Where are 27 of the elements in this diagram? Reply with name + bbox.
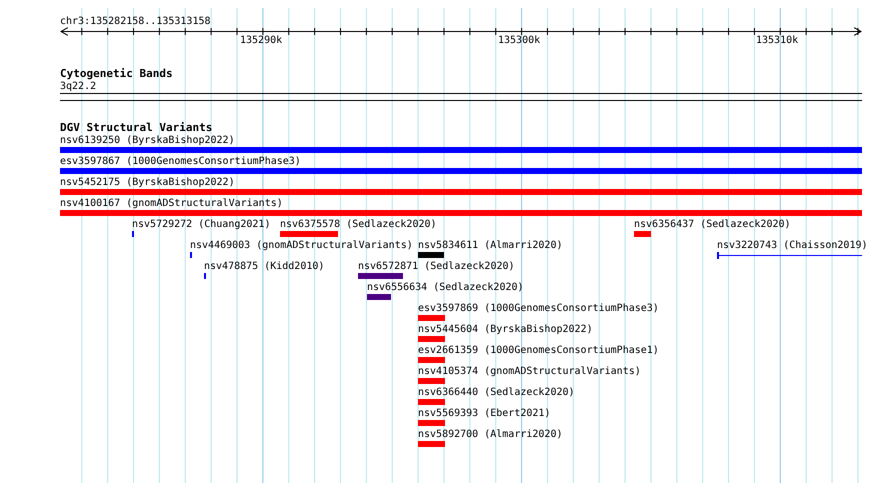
variant-label: nsv5452175 (ByrskaBishop2022) — [60, 177, 235, 188]
tick-label: 135300k — [498, 35, 540, 46]
variant-label: nsv4100167 (gnomADStructuralVariants) — [60, 198, 283, 209]
variant-label: nsv6375578 (Sedlazeck2020) — [280, 219, 437, 230]
variant-label: nsv5729272 (Chuang2021) — [132, 219, 270, 230]
variant-label: nsv5569393 (Ebert2021) — [418, 408, 550, 419]
variant-label: esv2661359 (1000GenomesConsortiumPhase1) — [418, 345, 659, 356]
band-label: 3q22.2 — [60, 81, 96, 92]
variant-label: nsv4105374 (gnomADStructuralVariants) — [418, 366, 641, 377]
variant-label: nsv4469003 (gnomADStructuralVariants) — [190, 240, 413, 251]
variant-label: nsv5445604 (ByrskaBishop2022) — [418, 324, 593, 335]
variant-label: esv3597869 (1000GenomesConsortiumPhase3) — [418, 303, 659, 314]
tick-label: 135290k — [240, 35, 282, 46]
variant-label: nsv6366440 (Sedlazeck2020) — [418, 387, 575, 398]
variant-label: nsv6556634 (Sedlazeck2020) — [367, 282, 524, 293]
coordinate-range: chr3:135282158..135313158 — [60, 16, 211, 27]
track-title: DGV Structural Variants — [60, 122, 212, 133]
variant-label: nsv6356437 (Sedlazeck2020) — [634, 219, 791, 230]
variant-label: nsv478875 (Kidd2010) — [204, 261, 324, 272]
variant-label: nsv5892700 (Almarri2020) — [418, 429, 562, 440]
variant-label: nsv6572871 (Sedlazeck2020) — [358, 261, 515, 272]
track-title: Cytogenetic Bands — [60, 68, 173, 79]
variant-label: nsv3220743 (Chaisson2019) — [717, 240, 868, 251]
variant-label: nsv5834611 (Almarri2020) — [418, 240, 562, 251]
variant-label: esv3597867 (1000GenomesConsortiumPhase3) — [60, 156, 301, 167]
variant-label: nsv6139250 (ByrskaBishop2022) — [60, 135, 235, 146]
tick-label: 135310k — [756, 35, 798, 46]
